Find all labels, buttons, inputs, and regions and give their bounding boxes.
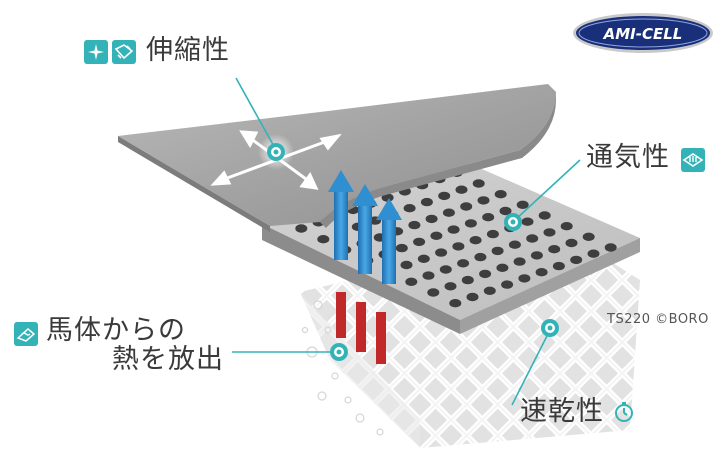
- perforation-hole: [442, 208, 455, 217]
- perforation-hole: [482, 213, 495, 222]
- perforation-hole: [518, 274, 531, 283]
- perforation-hole: [455, 185, 468, 194]
- heat-release-label-line1: 馬体からの: [46, 315, 186, 346]
- perforation-hole: [494, 190, 507, 199]
- perforation-hole: [438, 191, 451, 201]
- perforation-hole: [513, 257, 526, 266]
- airflow-icon: [681, 148, 705, 172]
- perforation-hole: [499, 206, 512, 216]
- perforation-hole: [548, 245, 561, 254]
- perforation-hole: [565, 238, 578, 248]
- perforation-hole: [538, 211, 551, 220]
- model-credit: TS220 ©BORO: [607, 312, 709, 327]
- callout-markers: [267, 143, 559, 361]
- perforation-hole: [447, 225, 460, 234]
- breathability-label: 通気性: [586, 142, 670, 173]
- perforation-hole: [508, 240, 521, 249]
- top-sheet: [118, 84, 556, 226]
- stretch-label: 伸縮性: [146, 35, 230, 66]
- perforation-hole: [486, 229, 499, 239]
- perforation-hole: [317, 235, 330, 244]
- perforation-hole: [461, 275, 474, 285]
- perforation-hole: [439, 265, 452, 274]
- perforation-hole: [530, 251, 543, 260]
- heat-arrows: [336, 292, 386, 364]
- heat-wave-icon: [14, 322, 38, 346]
- perforation-hole: [472, 179, 485, 188]
- ami-cell-logo: AMI-CELL: [573, 13, 713, 53]
- perforation-hole: [582, 232, 595, 241]
- perforation-hole: [430, 231, 443, 240]
- perforation-hole: [400, 260, 413, 270]
- perforation-hole: [405, 277, 418, 286]
- perforation-hole: [381, 193, 394, 202]
- perforation-hole: [464, 219, 477, 228]
- airflow-arrows: [328, 170, 402, 284]
- sparkle-icon: [84, 40, 108, 64]
- perforation-hole: [408, 220, 421, 230]
- perforation-hole: [496, 263, 509, 272]
- perforation-hole: [425, 214, 438, 224]
- quick-dry-label: 速乾性: [520, 396, 604, 427]
- perforation-hole: [477, 196, 490, 205]
- perforation-hole: [395, 243, 408, 253]
- perforation-hole: [587, 249, 600, 258]
- perforation-hole: [413, 237, 426, 247]
- perforation-hole: [469, 236, 482, 245]
- perforation-hole: [449, 299, 462, 308]
- perforation-hole: [420, 197, 433, 207]
- perforation-hole: [491, 246, 504, 256]
- perforation-hole: [460, 202, 473, 211]
- perforation-hole: [604, 243, 617, 252]
- perforation-hole: [479, 269, 492, 279]
- stretch-fabric-icon: [112, 40, 136, 64]
- perforation-hole: [501, 280, 514, 289]
- perforation-hole: [295, 224, 308, 233]
- perforation-hole: [552, 261, 565, 271]
- perforation-hole: [427, 288, 440, 297]
- perforation-hole: [474, 252, 487, 262]
- stopwatch-icon: [612, 400, 636, 424]
- perforation-hole: [457, 259, 470, 268]
- perforation-hole: [483, 286, 496, 295]
- perforation-hole: [543, 228, 556, 237]
- perforation-hole: [535, 268, 548, 277]
- perforation-hole: [570, 255, 583, 265]
- perforation-hole: [521, 217, 534, 226]
- perforation-hole: [526, 234, 539, 243]
- heat-release-label-line2: 熱を放出: [112, 344, 224, 375]
- perforation-hole: [422, 271, 435, 280]
- perforation-hole: [466, 292, 479, 302]
- perforation-hole: [417, 254, 430, 263]
- perforation-hole: [444, 282, 457, 291]
- leader-lines: [232, 77, 581, 406]
- logo-text: AMI-CELL: [603, 25, 683, 43]
- perforation-hole: [560, 222, 573, 231]
- perforation-hole: [435, 248, 448, 257]
- perforation-hole: [403, 204, 416, 213]
- perforation-hole: [516, 200, 529, 209]
- perforation-hole: [452, 242, 465, 251]
